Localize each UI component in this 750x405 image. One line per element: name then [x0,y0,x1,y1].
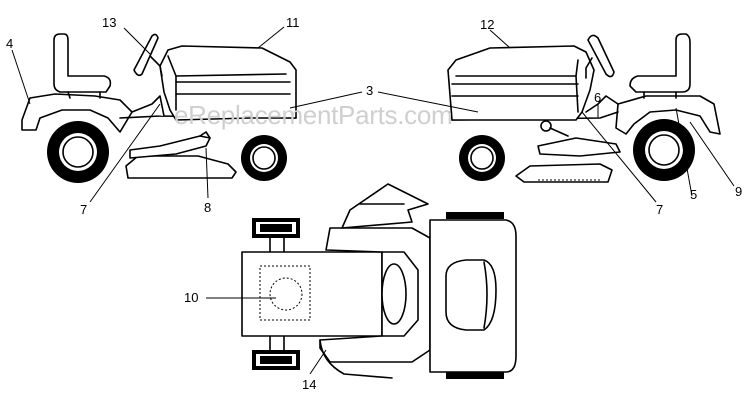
discharge-chute [341,183,429,229]
callout-5: 5 [690,187,697,202]
watermark-text: eReplacementParts.com [174,100,452,130]
mower-deck-right [537,137,621,157]
steering-wheel [133,33,159,77]
fuel-cap-area [259,265,311,321]
hood [159,45,297,121]
tractor-left-side-view [21,33,297,183]
callout-7-right: 7 [656,202,663,217]
callout-14: 14 [302,377,316,392]
hood-right [447,45,595,121]
seat [53,33,112,93]
seat-right [629,33,691,93]
callout-12: 12 [480,17,494,32]
callout-9: 9 [735,184,742,199]
callout-8: 8 [204,200,211,215]
callout-4: 4 [6,36,13,51]
rear-fender [21,93,133,133]
rear-fender-right [615,95,721,135]
tractor-right-side-view [447,33,721,183]
callout-3: 3 [366,83,373,98]
mower-deck [125,155,237,179]
leader-lines [11,26,735,375]
callout-10: 10 [184,290,198,305]
rear-body-top [241,251,383,337]
callout-6: 6 [594,90,601,105]
callout-7-left: 7 [80,202,87,217]
callout-13: 13 [102,15,116,30]
callout-11: 11 [286,15,300,30]
steering-wheel-right [587,34,615,78]
tractor-top-view [241,183,517,379]
seat-top [381,263,407,325]
